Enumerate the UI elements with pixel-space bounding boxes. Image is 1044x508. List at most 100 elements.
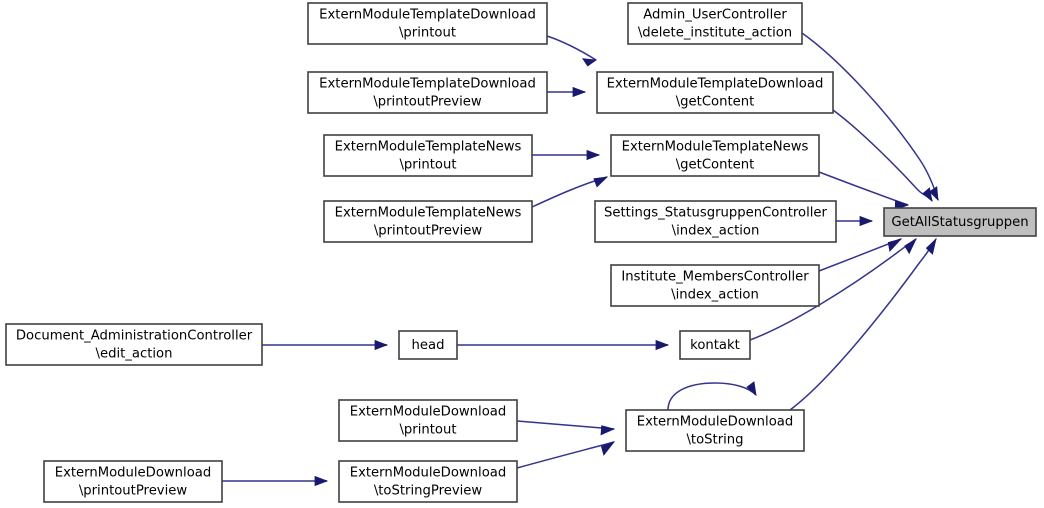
edge-arrowhead-icon [922,187,933,202]
call-edge-dl_printoutpreview-to-dl_tostringpreview [222,475,329,487]
graph-node-tpl_news_printout[interactable]: ExternModuleTemplateNews \printout [323,134,533,177]
node-label: Institute_MembersController [621,270,809,285]
node-label: ExternModuleDownload [55,466,211,481]
node-rect[interactable] [398,330,458,360]
edge-arrowhead-icon [655,339,670,351]
graph-node-tpl_news_getcontent[interactable]: ExternModuleTemplateNews \getContent [610,134,820,177]
node-rect[interactable] [5,323,263,366]
node-rect[interactable] [625,409,805,452]
node-rect[interactable] [307,2,548,45]
node-rect[interactable] [594,200,837,243]
node-label: Settings_StatusgruppenController [604,206,828,221]
node-label: Document_AdministrationController [16,329,253,344]
call-edge-tpl_dl_getcontent-to-getallstatusgruppen [832,109,933,202]
graph-node-kontakt[interactable]: kontakt [679,330,751,360]
graph-node-institute_members[interactable]: Institute_MembersController \index_action [610,264,820,307]
graph-node-tpl_dl_printout[interactable]: ExternModuleTemplateDownload\printout [307,2,548,45]
node-rect[interactable] [338,460,518,503]
call-edge-admin_usercontroller-to-getallstatusgruppen [801,32,939,202]
graph-node-head[interactable]: head [398,330,458,360]
graph-node-settings_statusgruppen[interactable]: Settings_StatusgruppenController \index_a… [594,200,837,243]
edge-arrowhead-icon [374,339,389,351]
node-label-secondary: \printout [399,158,456,173]
graph-node-tpl_dl_printoutpreview[interactable]: ExternModuleTemplateDownload \printoutPre… [307,71,548,114]
node-rect[interactable] [610,134,820,177]
nodes-layer: ExternModuleTemplateDownload\printoutExt… [5,2,1037,503]
node-rect[interactable] [610,264,820,307]
graph-node-admin_usercontroller[interactable]: Admin_UserController\delete_institute_ac… [627,2,803,45]
node-rect[interactable] [883,207,1037,237]
edge-arrowhead-icon [928,186,939,202]
graph-node-document_admin[interactable]: Document_AdministrationController \edit_a… [5,323,263,366]
edge-line [818,171,909,206]
edge-arrowhead-icon [314,475,329,487]
node-label: ExternModuleTemplateDownload [319,77,536,92]
node-label: ExternModuleDownload [350,466,506,481]
graph-node-dl_printout[interactable]: ExternModuleDownload \printout [338,399,518,442]
node-label-secondary: \toStringPreview [374,484,483,499]
call-edge-institute_members-to-getallstatusgruppen [818,238,903,272]
node-label: head [412,338,445,353]
edge-line [546,35,597,61]
node-label-secondary: \index_action [671,288,759,303]
edge-arrowhead-icon [887,238,903,252]
node-rect[interactable] [679,330,751,360]
node-label-secondary: \index_action [672,224,760,239]
node-label-secondary: \printoutPreview [373,95,482,110]
call-edge-dl_tostringpreview-to-dl_tostring [516,441,616,469]
node-rect[interactable] [338,399,518,442]
node-rect[interactable] [627,2,803,45]
graph-node-dl_tostring[interactable]: ExternModuleDownload\toString [625,409,805,452]
node-label-secondary: \printoutPreview [79,484,188,499]
call-edge-kontakt-to-getallstatusgruppen [749,237,917,341]
graph-node-dl_tostringpreview[interactable]: ExternModuleDownload \toStringPreview [338,460,518,503]
node-label-secondary: \printout [399,423,456,438]
call-edge-settings_statusgruppen-to-getallstatusgruppen [836,215,874,227]
node-label: GetAllStatusgruppen [891,215,1028,230]
node-label: ExternModuleTemplateDownload [607,77,824,92]
graph-node-tpl_news_printoutpreview[interactable]: ExternModuleTemplateNews \printoutPreview [323,200,533,243]
edge-arrowhead-icon [746,381,757,397]
node-rect[interactable] [323,134,533,177]
node-label-secondary: \printout [399,26,456,41]
call-edge-tpl_news_printout-to-tpl_news_getcontent [532,149,601,161]
edge-line [516,420,615,430]
edge-arrowhead-icon [925,237,937,255]
edge-arrowhead-icon [593,176,609,188]
node-label: ExternModuleDownload [350,405,506,420]
call-edge-head-to-kontakt [457,339,670,351]
node-rect[interactable] [323,200,533,243]
call-edge-dl_printout-to-dl_tostring [516,420,616,436]
node-rect[interactable] [596,71,834,114]
node-label-secondary: \printoutPreview [374,224,483,239]
edge-arrowhead-icon [859,215,874,227]
edge-arrowhead-icon [600,441,616,456]
node-label: kontakt [690,338,740,353]
node-label: Admin_UserController [643,8,787,23]
edge-line [667,382,757,411]
call-edge-tpl_dl_printoutpreview-to-tpl_dl_getcontent [547,86,587,98]
node-label: ExternModuleTemplateNews [622,140,809,155]
edge-arrowhead-icon [600,425,616,436]
graph-node-dl_printoutpreview[interactable]: ExternModuleDownload \printoutPreview [43,460,223,503]
edge-line [516,441,615,469]
call-edge-tpl_dl_printout-to-tpl_dl_getcontent [546,35,598,67]
graph-node-getallstatusgruppen[interactable]: GetAllStatusgruppen [883,207,1037,237]
edge-arrowhead-icon [586,149,601,161]
edge-arrowhead-icon [572,86,587,98]
call-edge-dl_tostring-to-dl_tostring [667,381,757,411]
node-label-secondary: \edit_action [96,347,173,362]
node-label-secondary: \toString [686,433,743,448]
node-label: ExternModuleTemplateNews [335,206,522,221]
call-edge-tpl_news_printoutpreview-to-tpl_news_getcontent [531,176,609,208]
call-edge-document_admin-to-head [262,339,389,351]
node-label-secondary: \getContent [676,95,755,110]
edge-arrowhead-icon [581,58,598,67]
node-rect[interactable] [307,71,548,114]
graph-node-tpl_dl_getcontent[interactable]: ExternModuleTemplateDownload \getContent [596,71,834,114]
node-rect[interactable] [43,460,223,503]
node-label: ExternModuleTemplateNews [335,140,522,155]
node-label-secondary: \getContent [676,158,755,173]
